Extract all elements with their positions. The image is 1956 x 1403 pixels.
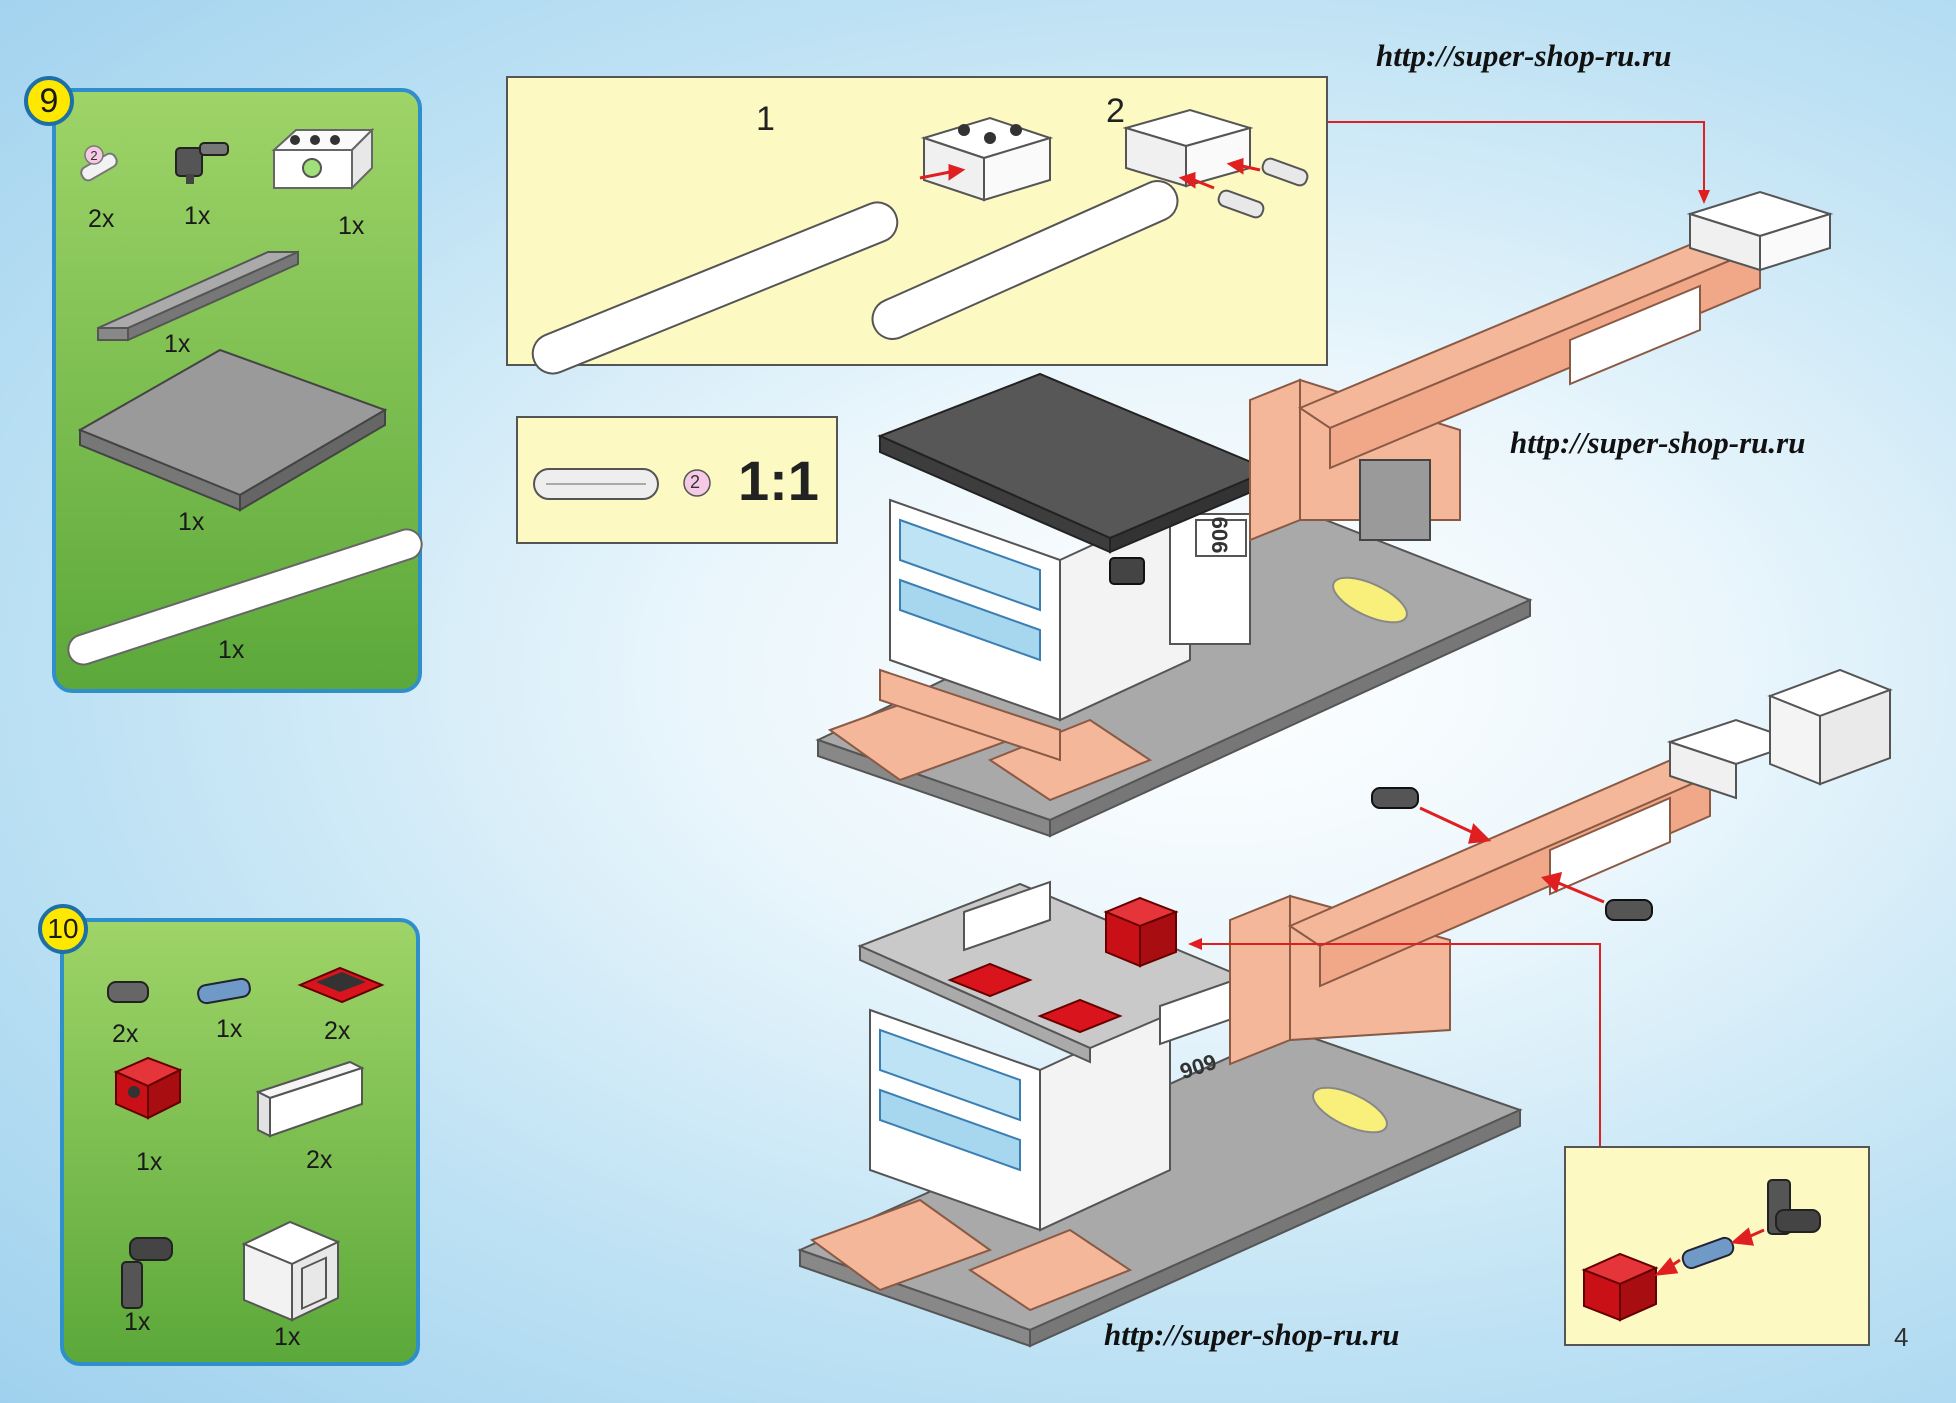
subassembly-step-1-label: 1 [756,100,775,138]
subassembly-beam-1 [531,201,899,375]
watermark-url-top: http://super-shop-ru.ru [1376,38,1672,73]
red-technic-brick-part [113,1056,183,1120]
axle-pin-part: 2 [80,145,118,182]
subassembly-brick-1 [920,116,1054,202]
step-10-number: 10 [38,904,88,954]
white-technic-beam-15-part [67,528,423,666]
step-9-qty-black-pin-connector: 1x [184,202,211,230]
step-10-qty-white-container-frame: 1x [274,1323,301,1351]
step-10-qty-blue-axle-pin: 1x [216,1015,243,1043]
subassembly-brick-2 [1122,108,1254,188]
detail-blue-axle-pin [1681,1236,1735,1270]
scale-ratio-label: 1:1 [738,449,819,512]
subassembly-step-2-label: 2 [1106,92,1125,130]
subassembly-pin-upper [1261,157,1309,187]
axle-pin-size-label: 2 [90,148,97,163]
gray-plate-6x8-part [77,348,388,512]
step-9-qty-axle-pin: 2x [88,205,115,233]
model-10-red-plate-a [947,962,1033,998]
gray-plate-1x8-part [97,250,299,342]
scale-size-label: 2 [690,472,701,492]
detail-connector-arrow [1196,943,1601,1146]
model-10-red-plate-b [1037,998,1123,1034]
step-10-qty-red-plate: 2x [324,1017,351,1045]
white-container-frame-part [241,1220,341,1322]
step-10-qty-white-fence: 2x [306,1146,333,1174]
watermark-url-middle: http://super-shop-ru.ru [1510,425,1806,460]
step-10-qty-black-angle-connector: 1x [124,1308,151,1336]
step-9-qty-gray-plate-1x8: 1x [164,330,191,358]
subassembly-connector-arrow [1328,121,1705,196]
step-9-qty-white-technic-brick: 1x [338,212,365,240]
scale-box [516,416,838,544]
subassembly-beam-2 [871,180,1179,340]
page-number: 4 [1894,1322,1909,1352]
black-pin-connector-part [175,142,229,184]
watermark-url-bottom: http://super-shop-ru.ru [1104,1317,1400,1352]
black-angle-connector-part [121,1237,173,1309]
white-technic-brick-part [271,127,375,191]
detail-black-angle-connector [1767,1179,1821,1235]
step-9-qty-white-technic-beam: 1x [218,636,245,664]
black-pin-part [107,981,149,1003]
step-10-qty-black-pin: 2x [112,1020,139,1048]
step-9-qty-gray-plate-6x8: 1x [178,508,205,536]
step-9-number: 9 [24,76,74,126]
scale-size-badge [683,469,711,497]
blue-axle-pin-part [197,977,251,1005]
subassembly-pin-lower [1217,189,1265,219]
model-10-fence-a [963,880,1051,952]
detail-red-technic-brick [1581,1252,1659,1322]
red-plate-2x2-part [297,966,385,1004]
model-10-pin-right [1605,899,1653,921]
step-10-qty-red-technic-brick: 1x [136,1148,163,1176]
model-10-pin-left [1371,787,1419,809]
white-fence-part [255,1060,365,1138]
